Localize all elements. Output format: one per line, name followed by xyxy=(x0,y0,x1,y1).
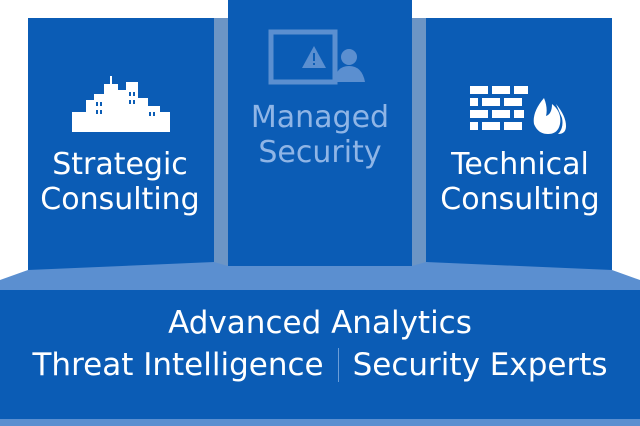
pillar-managed-security-shade-right xyxy=(412,18,426,270)
pillar-managed-security-shade xyxy=(214,18,228,270)
pillar-managed-security xyxy=(228,0,412,266)
pillar-technical-consulting xyxy=(426,18,612,286)
pillar-strategic-consulting xyxy=(28,18,214,286)
firewall-brick-icon xyxy=(470,86,566,134)
pillar-technical-consulting-label: Technical Consulting xyxy=(440,147,600,217)
pillar-managed-security-label: Managed Security xyxy=(250,100,390,170)
base-platform xyxy=(0,290,640,420)
base-bottom-line xyxy=(0,419,640,426)
base-second-line: Threat Intelligence Security Experts xyxy=(0,347,640,383)
base-security-experts-label: Security Experts xyxy=(352,347,608,383)
pillar-strategic-consulting-label: Strategic Consulting xyxy=(40,147,200,217)
base-advanced-analytics-label: Advanced Analytics xyxy=(168,305,472,341)
vertical-divider xyxy=(337,348,339,382)
city-skyline-icon xyxy=(72,76,170,132)
base-top-band xyxy=(0,262,640,296)
warning-monitor-user-icon xyxy=(268,29,365,85)
base-threat-intelligence-label: Threat Intelligence xyxy=(32,347,324,383)
